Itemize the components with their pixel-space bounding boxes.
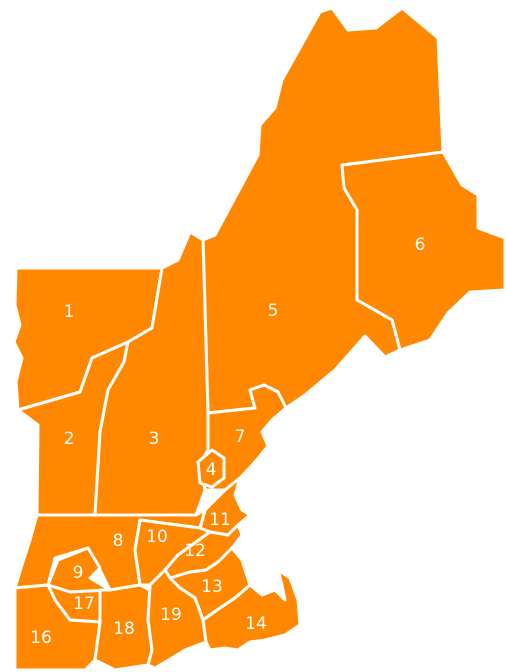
label-10: 10 xyxy=(146,527,168,547)
label-5: 5 xyxy=(268,301,279,321)
label-14: 14 xyxy=(245,614,267,634)
label-12: 12 xyxy=(184,541,206,561)
label-8: 8 xyxy=(113,531,124,551)
label-11: 11 xyxy=(209,510,231,530)
label-9: 9 xyxy=(73,563,84,583)
label-19: 19 xyxy=(160,605,182,625)
region-19[interactable] xyxy=(146,568,208,670)
label-13: 13 xyxy=(201,577,223,597)
region-5[interactable] xyxy=(201,6,445,415)
label-2: 2 xyxy=(64,429,75,449)
label-18: 18 xyxy=(113,619,135,639)
label-4: 4 xyxy=(206,460,217,480)
label-7: 7 xyxy=(235,427,246,447)
label-17: 17 xyxy=(73,594,95,614)
region-3[interactable] xyxy=(93,230,210,517)
label-3: 3 xyxy=(149,429,160,449)
label-6: 6 xyxy=(415,235,426,255)
region-4[interactable] xyxy=(196,448,226,489)
label-1: 1 xyxy=(64,302,75,322)
label-16: 16 xyxy=(30,628,52,648)
region-14[interactable] xyxy=(201,568,302,652)
